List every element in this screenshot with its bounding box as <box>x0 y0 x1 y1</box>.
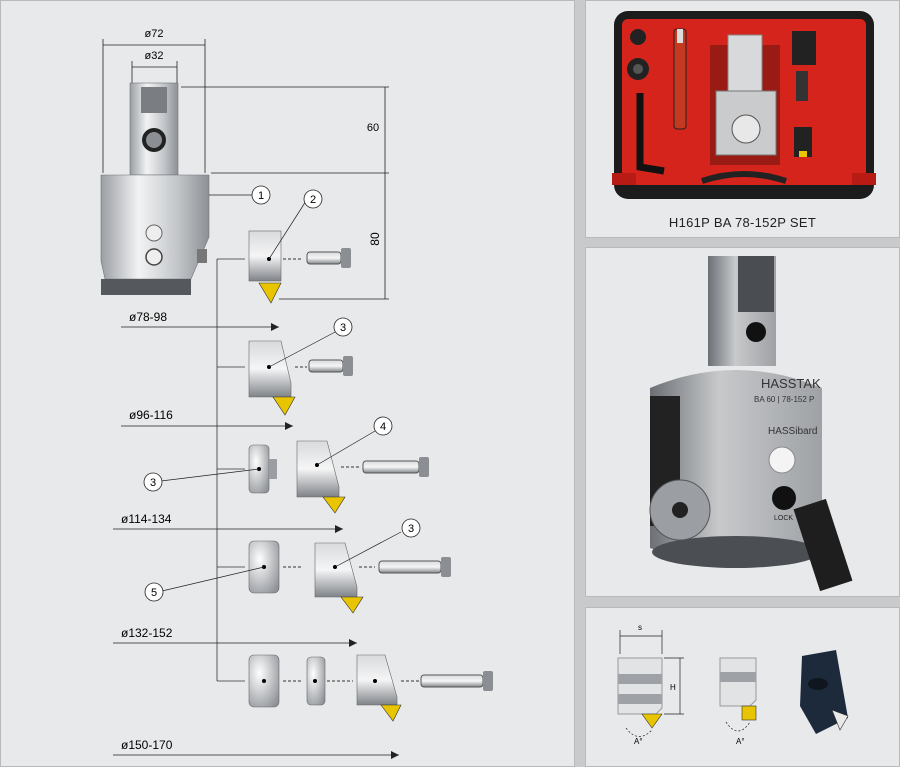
insert-geometry: s H A° A° <box>617 623 849 746</box>
callout-2-circle <box>303 189 323 209</box>
callout-5-circle <box>144 582 164 602</box>
callout-3c-circle <box>401 518 421 538</box>
holder-row-3 <box>248 440 429 514</box>
callout-3a-circle <box>333 317 353 337</box>
shank <box>129 82 179 176</box>
case-caption: H161P BA 78-152P SET <box>668 215 817 230</box>
callout-1: 1 <box>258 190 264 202</box>
callout-3b-circle <box>373 416 393 436</box>
boring-head-drawing: ø72 ø32 60 80 1 2 ø78 <box>100 28 493 759</box>
callout-3b: 4 <box>380 421 386 433</box>
callout-3a: 3 <box>340 322 346 334</box>
range-4: ø132-152 <box>121 626 173 640</box>
holder-row-1 <box>248 230 351 304</box>
range-3: ø114-134 <box>121 512 172 526</box>
boring-head-body <box>100 174 210 295</box>
insert-detail-panel: s H A° A° <box>585 607 900 767</box>
callout-4-circle <box>143 472 163 492</box>
holder-row-5 <box>248 654 493 722</box>
callout-4: 3 <box>150 477 156 489</box>
callout-5: 5 <box>151 587 157 599</box>
range-1: ø78-98 <box>129 310 167 324</box>
boring-head-render: HASSTAK BA 60 | 78-152 P HASSibard LOCK <box>649 256 853 592</box>
label-h: H <box>670 683 676 692</box>
technical-drawing-panel: ø72 ø32 60 80 1 2 ø78 <box>0 0 575 767</box>
callout-3c: 3 <box>408 523 414 535</box>
lock-label: LOCK <box>774 515 793 522</box>
callout-2: 2 <box>310 194 316 206</box>
product-photo-panel: HASSTAK BA 60 | 78-152 P HASSibard LOCK <box>585 247 900 597</box>
dim-outer-diameter: ø72 <box>145 28 164 40</box>
brand-text: HASSTAK <box>761 376 821 391</box>
case-illustration <box>612 11 876 199</box>
range-5: ø150-170 <box>121 738 173 752</box>
dim-body-height: 80 <box>368 232 382 246</box>
range-2: ø96-116 <box>129 408 173 422</box>
label-angle-2: A° <box>736 737 745 746</box>
label-angle-1: A° <box>634 737 643 746</box>
dim-shank-diameter: ø32 <box>145 50 164 62</box>
dim-shank-height: 60 <box>367 122 379 134</box>
holder-row-2 <box>248 340 353 416</box>
logo-text: HASSibard <box>768 426 817 437</box>
case-photo-panel: H161P BA 78-152P SET <box>585 0 900 238</box>
model-text: BA 60 | 78-152 P <box>754 395 814 404</box>
holder-row-4 <box>248 540 451 614</box>
label-s: s <box>638 623 642 632</box>
